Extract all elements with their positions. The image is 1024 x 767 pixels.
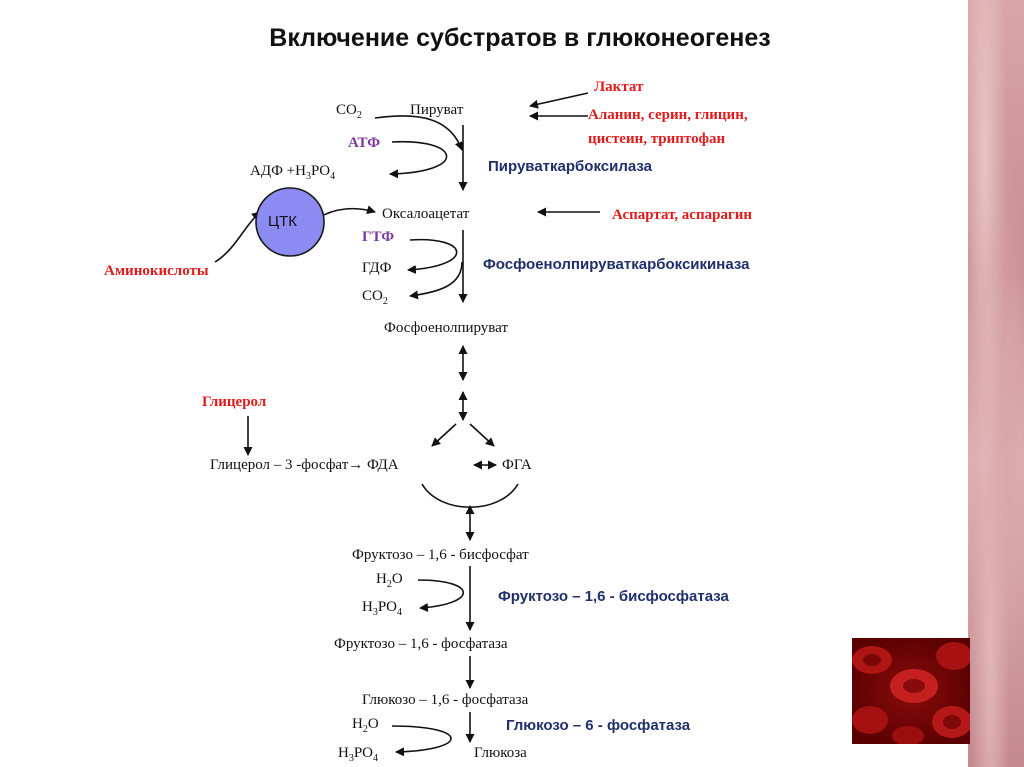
slide-title: Включение субстратов в глюконеогенез bbox=[269, 24, 771, 52]
arrow-to-fga bbox=[469, 423, 495, 447]
fbpase-label: Фруктозо – 1,6 - бисфосфатаза bbox=[498, 588, 729, 605]
arrow-amino-tca bbox=[214, 211, 261, 263]
amino-acids-list-line1: Аланин, серин, глицин, bbox=[588, 107, 748, 123]
arrow-atp-adp bbox=[389, 140, 448, 179]
arrow-lactate bbox=[529, 92, 589, 109]
glucose-phosphatase-label: Глюкозо – 1,6 - фосфатаза bbox=[362, 692, 529, 708]
gtp-label: ГТФ bbox=[362, 229, 395, 245]
arrow-tca-oxaloacetate bbox=[317, 205, 376, 219]
red-blood-cells-image bbox=[852, 638, 970, 744]
aspartate-label: Аспартат, аспарагин bbox=[612, 207, 753, 223]
amino-acids-list-line2: цистеин, триптофан bbox=[588, 131, 726, 147]
tca-label: ЦТК bbox=[268, 213, 297, 230]
decorative-side-strip bbox=[968, 0, 1024, 767]
merge-arc bbox=[421, 483, 519, 509]
atp-label: АТФ bbox=[348, 135, 381, 151]
g6pase-label: Глюкозо – 6 - фосфатаза bbox=[506, 717, 691, 734]
glucose-label: Глюкоза bbox=[474, 745, 527, 761]
fga-label: ФГА bbox=[502, 457, 532, 473]
glycerol-label: Глицерол bbox=[202, 394, 267, 410]
lactate-label: Лактат bbox=[594, 79, 644, 95]
tca-circle bbox=[255, 187, 325, 257]
pi-1-label: Н3PO4 bbox=[362, 599, 403, 618]
pep-label: Фосфоенолпируват bbox=[384, 320, 509, 336]
arrow-to-fda bbox=[431, 423, 457, 447]
f16bp-label: Фруктозо – 1,6 - бисфосфат bbox=[352, 547, 529, 563]
arrow-gtp-gdp bbox=[407, 238, 458, 275]
water-2-label: Н2O bbox=[352, 716, 379, 735]
arrow-co2-out bbox=[409, 261, 463, 300]
pi-2-label: Н3PO4 bbox=[338, 745, 379, 764]
co2-top-label: CO2 bbox=[336, 102, 362, 121]
adp-pi-label: АДФ +Н3PO4 bbox=[250, 163, 336, 182]
arrow-co2-in bbox=[374, 115, 464, 151]
arrow-water-pi-2 bbox=[391, 725, 452, 757]
pepck-label: Фосфоенолпируваткарбоксикиназа bbox=[483, 256, 750, 273]
pyruvate-carboxylase-label: Пируваткарбоксилаза bbox=[488, 158, 652, 175]
oxaloacetate-label: Оксалоацетат bbox=[382, 206, 470, 222]
f16-phosphatase-label: Фруктозо – 1,6 - фосфатаза bbox=[334, 636, 508, 652]
pyruvate-label: Пируват bbox=[410, 102, 464, 118]
co2-mid-label: CO2 bbox=[362, 288, 388, 307]
gdp-label: ГДФ bbox=[362, 260, 392, 276]
water-1-label: Н2O bbox=[376, 571, 403, 590]
amino-acids-label: Аминокислоты bbox=[104, 263, 209, 279]
glycerol-3-phosphate-label: Глицерол – 3 -фосфат→ ФДА bbox=[210, 457, 399, 473]
arrow-water-pi-1 bbox=[417, 579, 465, 612]
